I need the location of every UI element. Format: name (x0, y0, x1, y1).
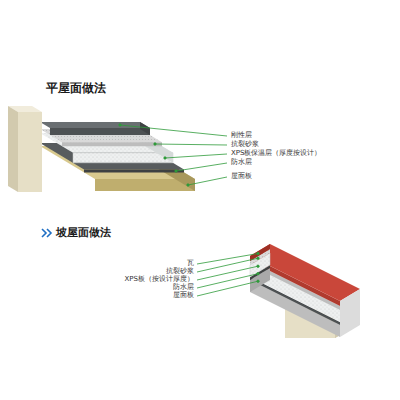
layer-label: 防水层 (231, 159, 252, 167)
layer-label: 抗裂砂浆 (231, 141, 259, 149)
layer-label: 防水层 (173, 284, 194, 292)
chevron-icon (42, 229, 51, 237)
heading: 坡屋面做法 (56, 227, 111, 239)
leader-lines (197, 252, 259, 296)
heading: 平屋面做法 (46, 82, 106, 95)
layer-label: 瓦 (187, 260, 194, 268)
layer-label: XPS板保温层（厚度按设计） (231, 150, 321, 158)
layer-label: 屋面板 (173, 292, 194, 300)
flat-roof (8, 106, 195, 192)
layer-label: 抗裂砂浆 (166, 268, 194, 276)
layer-label: 屋面板 (231, 173, 252, 181)
layer-label: 刚性层 (231, 132, 252, 140)
layer-label: XPS板（按设计厚度） (125, 276, 194, 284)
leader-lines (119, 124, 227, 186)
slope-roof (250, 244, 360, 338)
